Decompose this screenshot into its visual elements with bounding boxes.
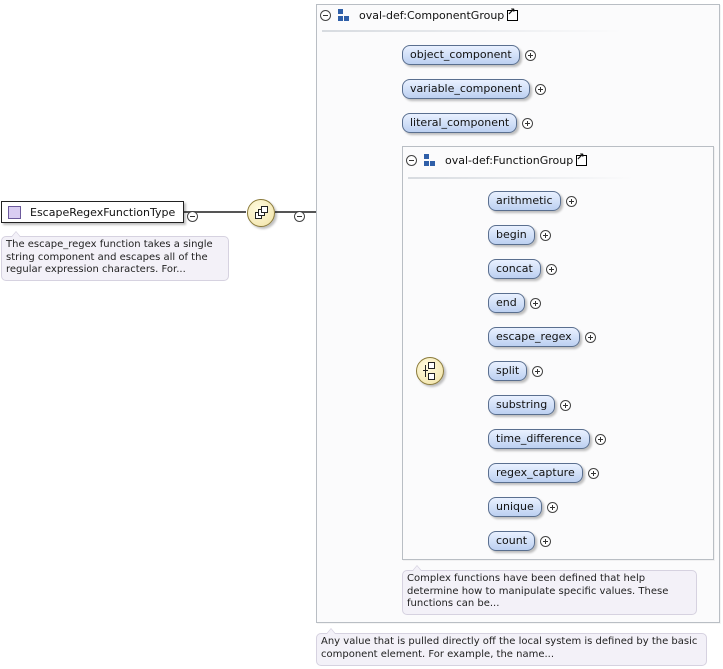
component-group-annotation: Any value that is pulled directly off th… <box>316 628 707 666</box>
element-row-variable-component: variable_component <box>402 79 547 99</box>
element-row-object-component: object_component <box>402 45 536 65</box>
root-type-label: EscapeRegexFunctionType <box>30 205 176 219</box>
element-row-begin: begin <box>488 225 551 245</box>
element-row-regex-capture: regex_capture <box>488 463 599 483</box>
function-group-annotation-text: Complex functions have been defined that… <box>407 573 669 609</box>
expand-icon[interactable] <box>540 535 552 547</box>
group-icon <box>424 154 436 166</box>
expand-icon[interactable] <box>545 263 557 275</box>
function-group-panel <box>402 146 714 560</box>
expand-icon[interactable] <box>565 195 577 207</box>
element-row-arithmetic: arithmetic <box>488 191 577 211</box>
expand-icon[interactable] <box>587 467 599 479</box>
expand-icon[interactable] <box>529 297 541 309</box>
collapse-icon[interactable] <box>187 211 198 222</box>
choice-compositor-icon[interactable] <box>416 357 444 385</box>
component-group-label[interactable]: oval-def:ComponentGroup <box>359 8 505 22</box>
element-arithmetic[interactable]: arithmetic <box>488 191 561 211</box>
element-row-split: split <box>488 361 544 381</box>
element-concat[interactable]: concat <box>488 259 541 279</box>
element-row-count: count <box>488 531 552 551</box>
collapse-icon[interactable] <box>294 211 306 222</box>
component-group-annotation-text: Any value that is pulled directly off th… <box>321 636 698 660</box>
element-row-escape-regex: escape_regex <box>488 327 596 347</box>
element-row-literal-component: literal_component <box>402 113 534 133</box>
expand-icon[interactable] <box>584 331 596 343</box>
component-group-header: oval-def:ComponentGroup <box>320 5 519 25</box>
element-end[interactable]: end <box>488 293 525 313</box>
root-type-box[interactable]: EscapeRegexFunctionType <box>1 201 185 223</box>
element-regex-capture[interactable]: regex_capture <box>488 463 583 483</box>
sequence-compositor-icon[interactable] <box>247 199 275 227</box>
element-row-end: end <box>488 293 541 313</box>
expand-icon[interactable] <box>560 399 572 411</box>
root-annotation: The escape_regex function takes a single… <box>1 231 229 281</box>
element-row-concat: concat <box>488 259 557 279</box>
element-time-difference[interactable]: time_difference <box>488 429 590 449</box>
element-escape-regex[interactable]: escape_regex <box>488 327 580 347</box>
link-arrow-icon[interactable] <box>576 152 588 166</box>
group-icon <box>338 9 350 21</box>
link-arrow-icon[interactable] <box>507 7 519 21</box>
element-literal-component[interactable]: literal_component <box>402 113 518 133</box>
expand-icon[interactable] <box>532 365 544 377</box>
expand-icon[interactable] <box>546 501 558 513</box>
element-row-unique: unique <box>488 497 558 517</box>
expand-icon[interactable] <box>594 433 606 445</box>
element-variable-component[interactable]: variable_component <box>402 79 531 99</box>
element-substring[interactable]: substring <box>488 395 556 415</box>
element-row-time-difference: time_difference <box>488 429 606 449</box>
function-group-header: oval-def:FunctionGroup <box>406 150 588 170</box>
element-split[interactable]: split <box>488 361 528 381</box>
element-row-substring: substring <box>488 395 572 415</box>
complex-type-icon <box>8 205 21 219</box>
expand-icon[interactable] <box>539 229 551 241</box>
element-begin[interactable]: begin <box>488 225 535 245</box>
expand-icon[interactable] <box>522 117 534 129</box>
element-count[interactable]: count <box>488 531 536 551</box>
collapse-icon[interactable] <box>406 154 417 166</box>
collapse-icon[interactable] <box>320 9 331 21</box>
root-annotation-text: The escape_regex function takes a single… <box>6 239 213 275</box>
expand-icon[interactable] <box>535 83 547 95</box>
function-group-annotation: Complex functions have been defined that… <box>402 565 697 615</box>
expand-icon[interactable] <box>524 49 536 61</box>
element-unique[interactable]: unique <box>488 497 542 517</box>
function-group-label[interactable]: oval-def:FunctionGroup <box>445 153 574 167</box>
element-object-component[interactable]: object_component <box>402 45 520 65</box>
